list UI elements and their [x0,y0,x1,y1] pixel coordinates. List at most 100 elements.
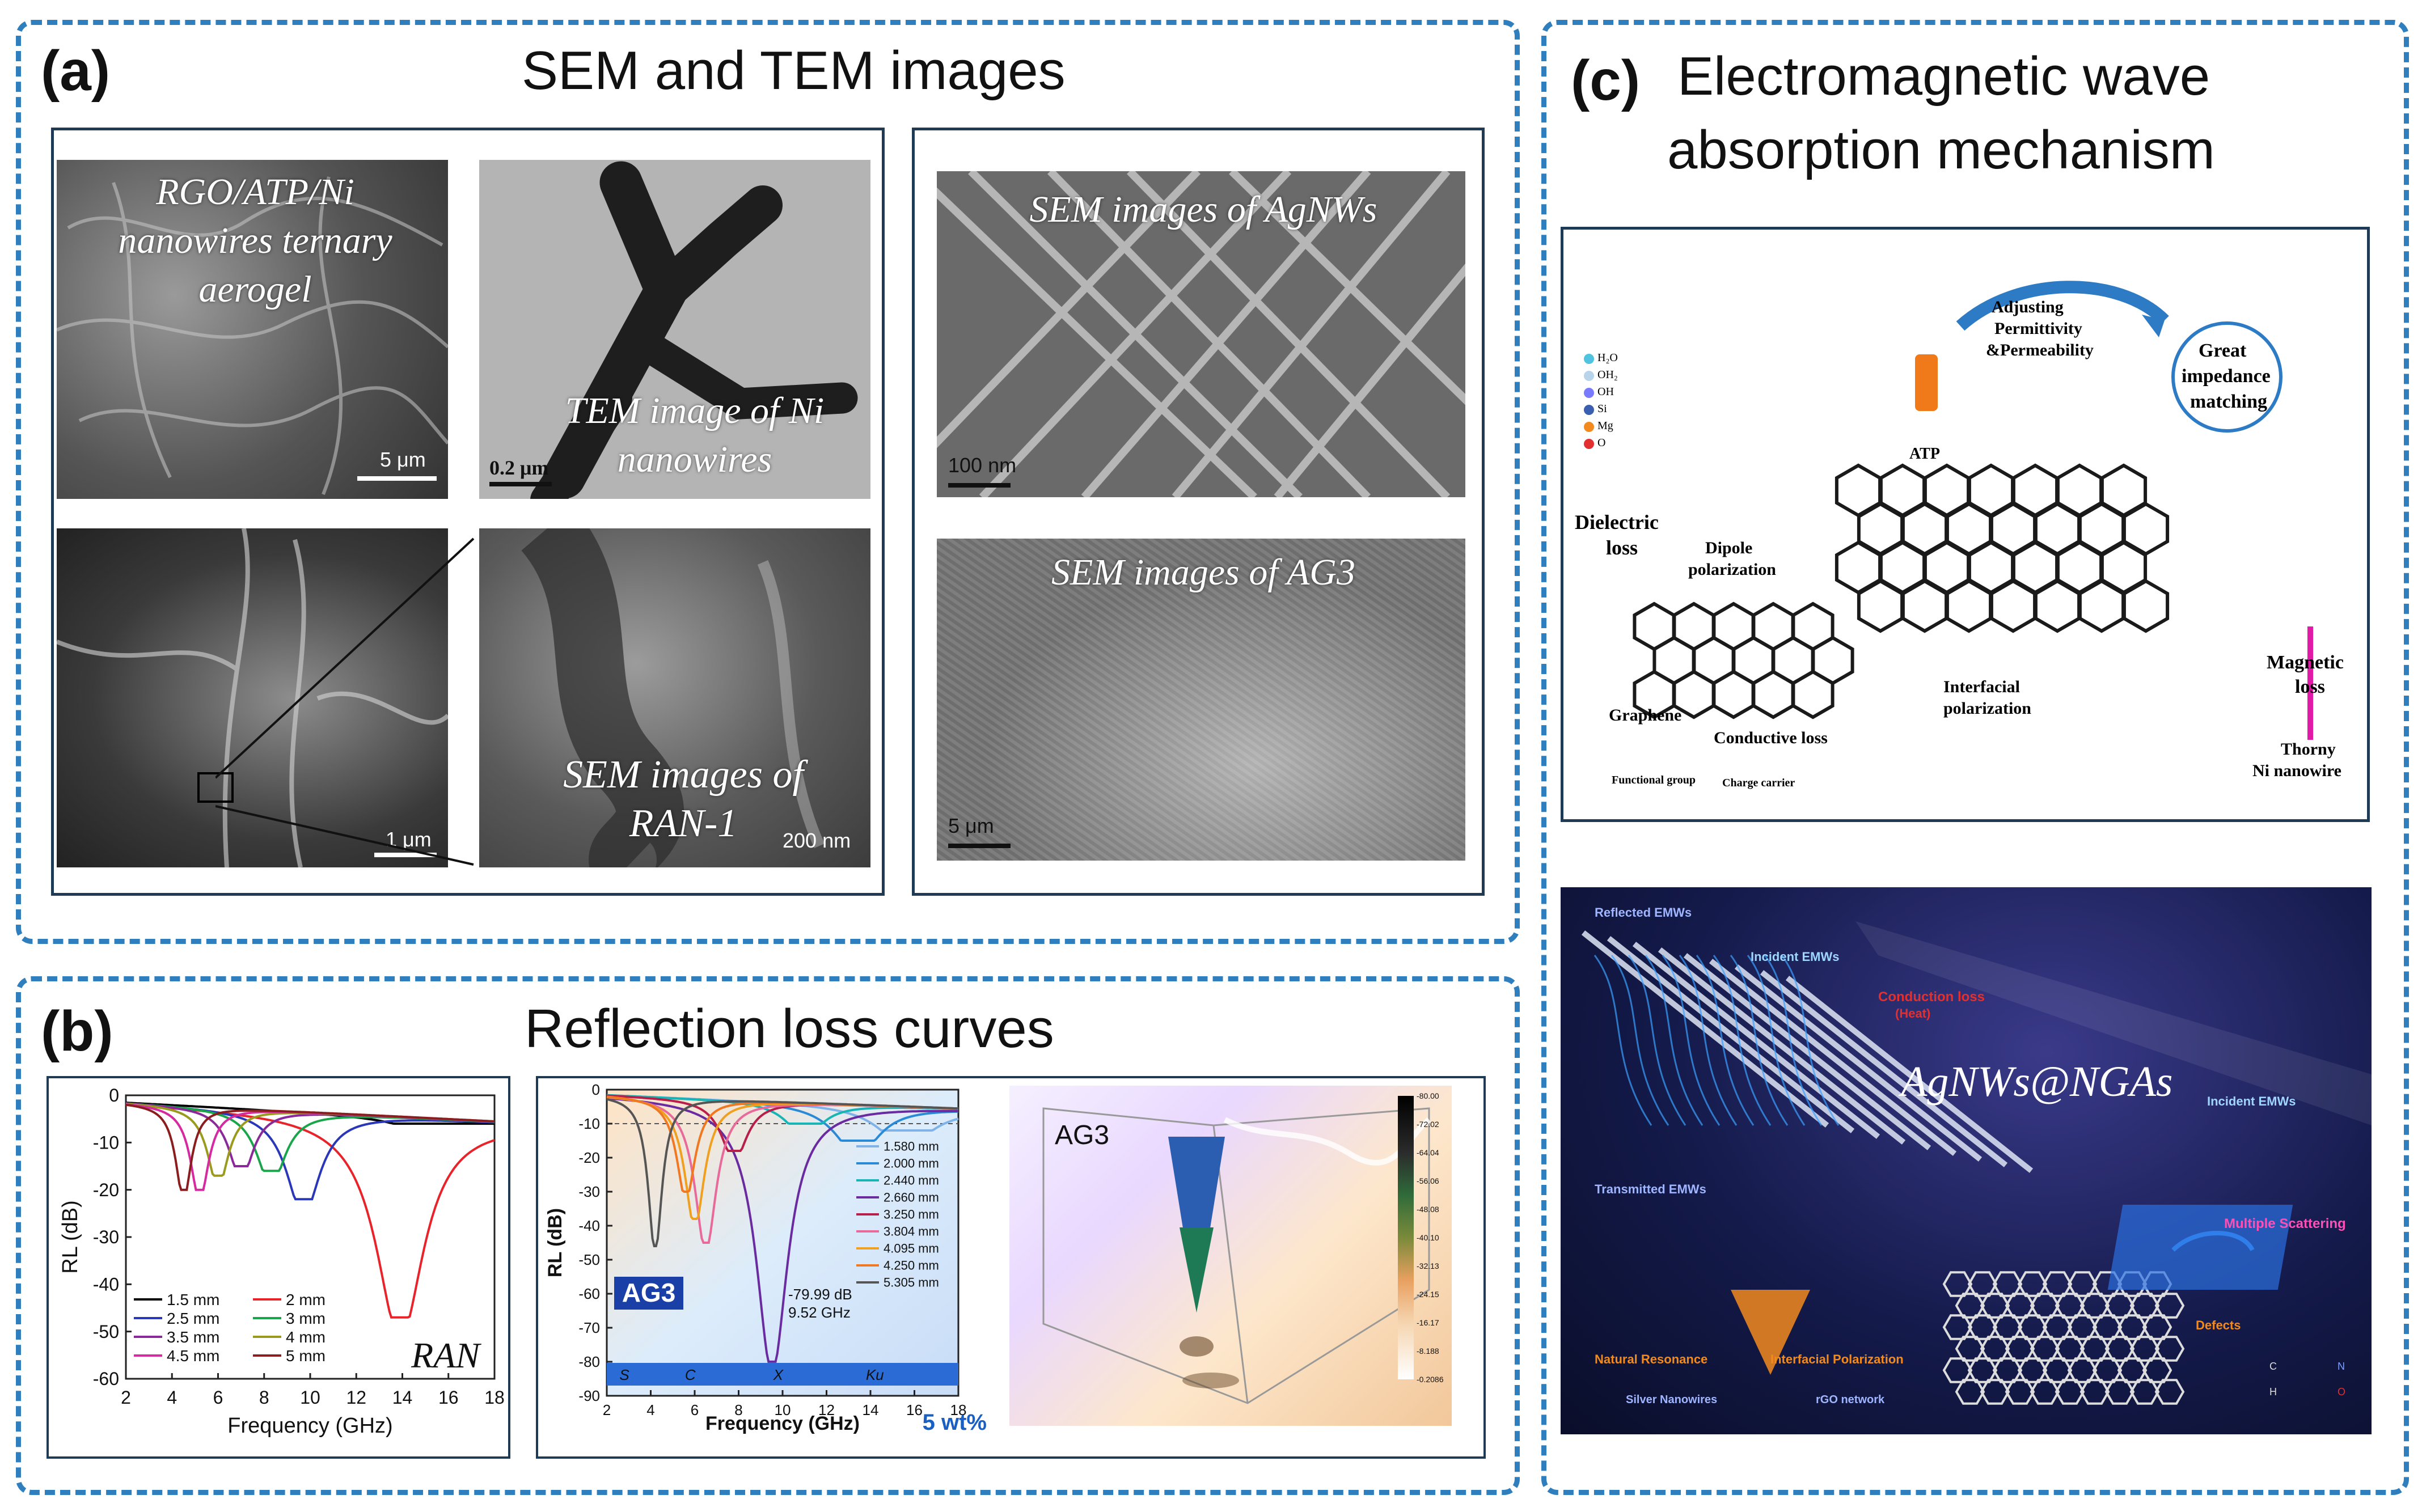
x-tick-label: 14 [863,1401,879,1418]
y-tick-label: -60 [93,1369,119,1389]
ag3-3d-label: AG3 [1055,1120,1110,1150]
ran-high-caption: SEM images of RAN-1 [563,753,804,845]
ag3-scale-bar [948,844,1011,848]
lattice-hexagon [1955,1293,1985,1319]
lattice-hexagon [2042,1271,2073,1297]
colorbar-tick-label: -24.15 [1417,1290,1439,1299]
lattice-hexagon [2005,1293,2035,1319]
agnws-scale-label: 100 nm [948,454,1017,477]
great-line2: impedance [2182,366,2271,387]
transmitted-label: Transmitted EMWs [1595,1182,1706,1196]
panel-a-title: SEM and TEM images [522,40,1066,101]
legend-mg: Mg [1597,420,1613,432]
x-tick-label: 6 [691,1401,699,1418]
hexagon [1791,670,1835,719]
lattice-hexagon [1967,1357,1998,1383]
x-tick-label: 12 [818,1401,835,1418]
incident-label-1: Incident EMWs [1751,950,1840,964]
functional-label: Functional group [1612,774,1696,786]
hexagon [1712,670,1755,719]
colorbar-tick-label: -64.04 [1417,1148,1439,1157]
x-tick-label: 4 [167,1387,177,1408]
colorbar-tick-label: -48.08 [1417,1205,1439,1214]
natural-resonance-label: Natural Resonance [1595,1352,1708,1366]
lattice-hexagon [2079,1293,2110,1319]
lattice-hexagon [1955,1336,1985,1362]
colorbar-tick-label: -0.2086 [1417,1375,1444,1384]
interfacial-pol-label: Interfacial Polarization [1770,1352,1904,1366]
y-tick-label: 0 [592,1081,600,1098]
colorbar-tick-label: -80.00 [1417,1091,1439,1100]
charge-label: Charge carrier [1722,777,1795,789]
rgo-strand [1713,955,1772,1126]
rgo-caption: RGO/ATP/Ni nanowires ternary aerogel [118,171,392,310]
lattice-hexagon [2017,1357,2048,1383]
hexagon [1989,579,2037,633]
colorbar-tick-label: -72.02 [1417,1120,1439,1129]
colorbar-tick-label: -32.13 [1417,1261,1439,1270]
rgo-strand [1764,955,1823,1126]
lattice-hexagon [2017,1314,2048,1340]
panel-a-label: (a) [41,39,111,103]
multiple-scattering-label: Multiple Scattering [2224,1216,2346,1231]
sem-image-ran-low: 1 μm [57,528,448,867]
atom-h-label: H [2269,1386,2277,1397]
rgo-scale-bar [357,476,437,481]
x-tick-label: 16 [906,1401,923,1418]
y-tick-label: -20 [93,1180,119,1200]
x-tick-label: 8 [259,1387,269,1408]
rgo-network-label: rGO network [1816,1394,1885,1406]
band-label-3: Ku [866,1366,884,1383]
colorbar-tick-label: -8.188 [1417,1346,1439,1356]
ag3-scale-label: 5 μm [948,814,994,837]
legend-label-2: 2.5 mm [167,1310,219,1327]
ag3-min-freq: 9.52 GHz [788,1304,851,1321]
rgo-strand [1662,955,1721,1126]
lattice-hexagon [1942,1357,1973,1383]
x-tick-label: 16 [438,1387,459,1408]
y-tick-label: -30 [578,1183,600,1200]
lattice-hexagon [1955,1379,1985,1405]
lattice-hexagon [2017,1271,2048,1297]
legend-label-6: 4.5 mm [167,1347,219,1365]
lattice-hexagon [2079,1336,2110,1362]
lattice-hexagon [1992,1271,2023,1297]
sem-image-agnws: SEM images of AgNWs 100 nm [937,171,1465,497]
y-tick-label: -20 [578,1149,600,1166]
lattice-hexagon [2055,1293,2085,1319]
y-tick-label: -90 [578,1387,600,1404]
rgo-strand [1696,955,1755,1126]
legend-dot [1584,354,1594,364]
lattice-hexagon [2142,1314,2172,1340]
ran-label: RAN [411,1335,481,1375]
silver-wire [1658,947,1906,1145]
lattice-hexagon [2067,1357,2098,1383]
rgo-strand [1611,955,1669,1126]
series-line-8 [606,1098,959,1247]
dipole-line1: Dipole [1705,539,1753,557]
series-line-3 [606,1097,959,1363]
legend-dot [1584,405,1594,415]
lattice-hexagon [1942,1271,1973,1297]
silver-wire [1683,953,1931,1150]
lattice-hexagon [2104,1379,2135,1405]
adjusting-line3: &Permeability [1986,341,2094,359]
panel-c-label: (c) [1571,49,1641,112]
ag3-caption: SEM images of AG3 [1051,552,1355,593]
lattice-hexagon [2092,1357,2123,1383]
great-line3: matching [2190,391,2267,412]
lattice-hexagon [2005,1379,2035,1405]
lattice-hexagon [1980,1336,2010,1362]
legend-dot [1584,422,1594,432]
lattice-hexagon [2042,1314,2073,1340]
silver-wire [1760,970,2008,1167]
tem-caption: TEM image of Ni nanowires [565,390,825,480]
legend-label-3: 3 mm [286,1310,326,1327]
silver-wire [1734,964,1983,1162]
conduction-line2: (Heat) [1895,1006,1931,1020]
y-tick-label: -70 [578,1319,600,1336]
y-tick-label: -40 [578,1217,600,1234]
rgo-scale-label: 5 μm [380,448,426,471]
lattice-hexagon [2154,1293,2185,1319]
y-tick-label: -10 [93,1133,119,1153]
